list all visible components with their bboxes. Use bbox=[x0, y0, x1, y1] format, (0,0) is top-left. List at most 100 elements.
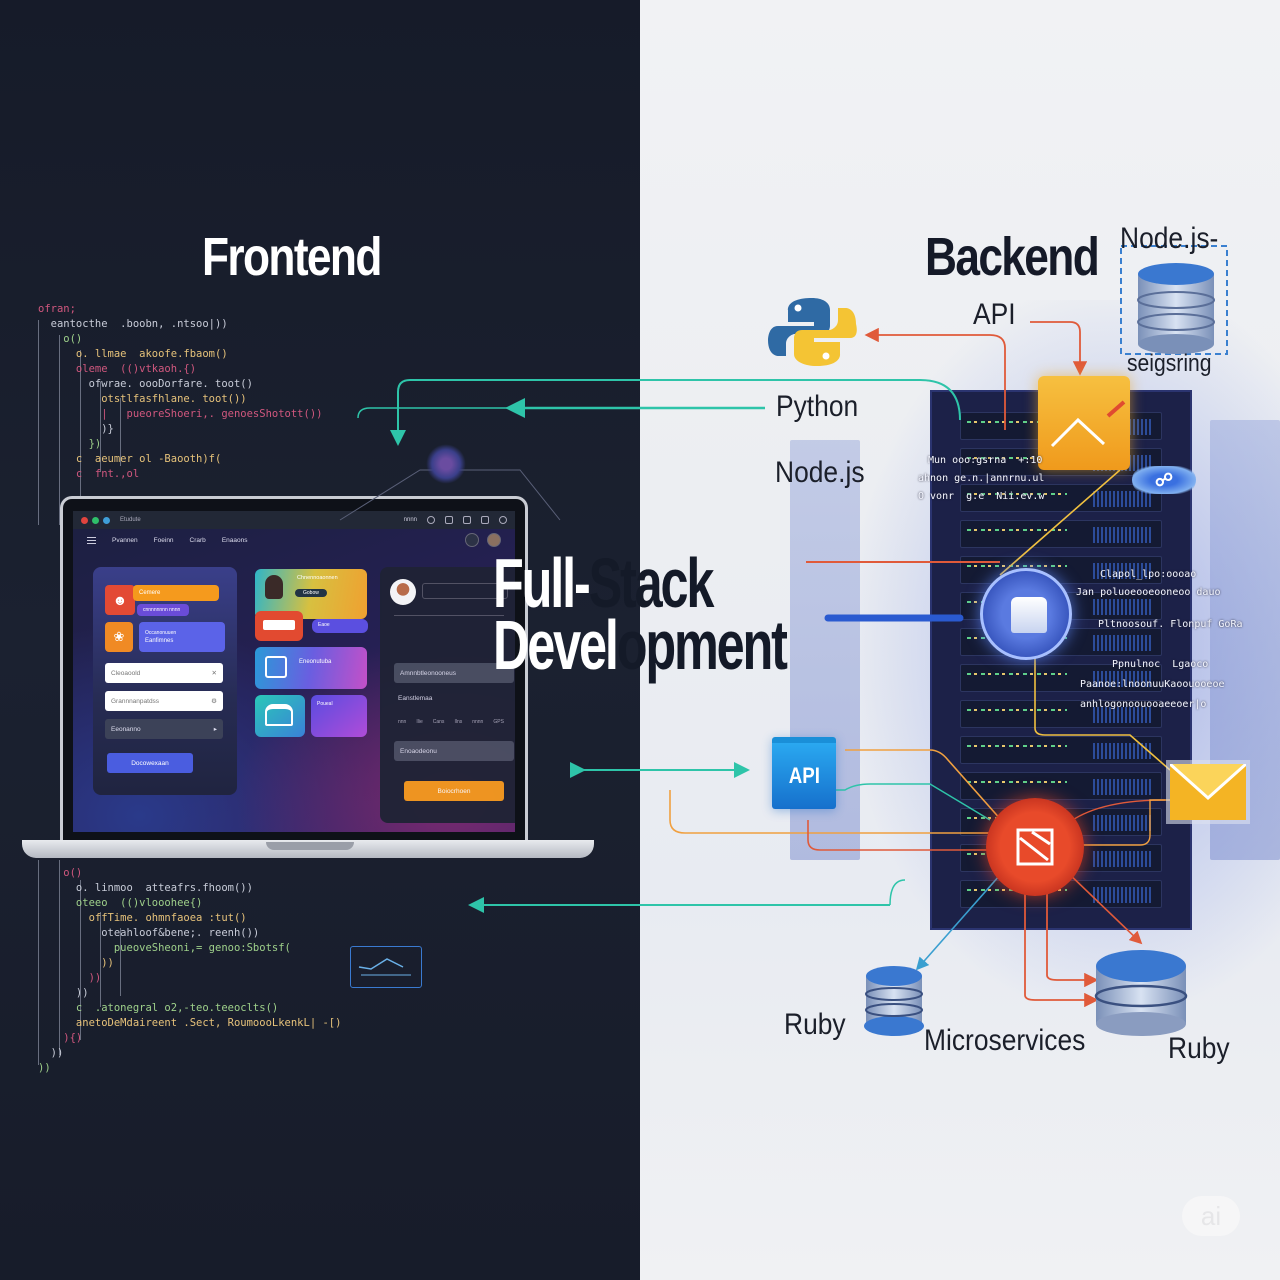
bookmark-icon[interactable] bbox=[445, 516, 453, 524]
rack-vents bbox=[1093, 779, 1153, 795]
rack-slot bbox=[960, 772, 1162, 800]
avatar-tile: ☻ bbox=[105, 585, 135, 615]
profile-tab[interactable]: nnnn bbox=[472, 719, 484, 725]
nav-item[interactable]: Pvannen bbox=[112, 537, 138, 544]
rack-leds bbox=[967, 781, 1067, 783]
purple-tile[interactable]: Poueal bbox=[311, 695, 367, 737]
api-box-label: API bbox=[788, 763, 820, 788]
image-icon bbox=[265, 704, 293, 726]
calendar-icon[interactable] bbox=[481, 516, 489, 524]
profile-tab[interactable]: Ilns bbox=[454, 719, 463, 725]
rack-overlay-text: Jan poluoeooeooneoo dauo bbox=[1076, 587, 1221, 598]
nav-item[interactable]: Crarb bbox=[189, 537, 206, 544]
title-part: Full- bbox=[493, 544, 591, 622]
menu-icon[interactable] bbox=[87, 537, 96, 544]
rack-leds bbox=[967, 529, 1067, 531]
keyboard-tile[interactable] bbox=[255, 611, 303, 641]
indent-guide bbox=[38, 320, 39, 525]
profile-submit-button[interactable]: Boiocrhoen bbox=[404, 781, 504, 801]
profile-tab[interactable]: nnn bbox=[398, 719, 407, 725]
rack-leds bbox=[967, 457, 1067, 459]
maximize-dot[interactable] bbox=[103, 516, 110, 524]
input-value: Cleoaoold bbox=[111, 669, 141, 677]
profile-search-field[interactable] bbox=[422, 583, 508, 599]
backend-heading: Backend bbox=[925, 227, 1100, 287]
mail-icon bbox=[1166, 760, 1250, 824]
code-line: o. linmoo atteafrs.fhoom()) bbox=[38, 882, 253, 894]
code-line: ofwrae. oooDorfare. toot() bbox=[38, 378, 253, 390]
login-card: ☻ Cemere cnnnnnnnn nnnn ❀ Occanonuuen Ea… bbox=[93, 567, 237, 795]
rack-overlay-text: Clapol_lpo:oooao bbox=[1100, 569, 1197, 580]
laptop: Etudute nnnn Pvannen Foeinn Crarb Enaaon… bbox=[60, 496, 528, 840]
profile-chip: Gobow bbox=[295, 589, 327, 597]
profile-tab[interactable]: GPS bbox=[493, 719, 504, 725]
select-value: Eeonanno bbox=[111, 725, 141, 733]
profile-tile[interactable]: Chnennoaonnen Gobow bbox=[255, 569, 367, 619]
code-line: oleme (()vtkaoh.{) bbox=[38, 363, 197, 375]
rack-slot bbox=[960, 520, 1162, 548]
rack-vents bbox=[1093, 743, 1153, 759]
chevron-icon: ▸ bbox=[213, 726, 217, 733]
code-snippet-bottom: o() o. linmoo atteafrs.fhoom()) oteeo ((… bbox=[38, 866, 341, 1076]
code-line: )) bbox=[38, 1047, 64, 1059]
database-icon bbox=[1137, 263, 1215, 354]
chart-card-icon bbox=[265, 656, 287, 678]
profile-tab[interactable]: Cans bbox=[432, 719, 445, 725]
profile-field[interactable]: Amnnbtleonooneus bbox=[394, 663, 514, 683]
rack-overlay-text: Paanoe:lnoonuuKaoouooeoe bbox=[1080, 679, 1225, 690]
nav-item[interactable]: Foeinn bbox=[153, 537, 174, 544]
clear-icon[interactable]: ✕ bbox=[211, 670, 217, 677]
minimize-dot[interactable] bbox=[92, 516, 99, 524]
rack-leds bbox=[967, 421, 1067, 423]
ai-watermark: ai bbox=[1182, 1196, 1240, 1236]
settings-icon[interactable]: ⚙ bbox=[211, 698, 217, 705]
profile-tile-title: Chnennoaonnen bbox=[297, 575, 338, 581]
indent-guide bbox=[100, 382, 101, 472]
chat-icon[interactable] bbox=[427, 516, 435, 524]
code-line: pueoveSheoni,= genoo:Sbotsf( bbox=[38, 942, 291, 954]
message-icon[interactable] bbox=[465, 533, 479, 547]
title-part: Devel bbox=[493, 606, 619, 684]
title-line-2: Development bbox=[493, 610, 788, 680]
profile-avatar bbox=[390, 579, 416, 605]
profile-label: Eanstlemaa bbox=[398, 695, 433, 702]
folder-icon[interactable] bbox=[463, 516, 471, 524]
chart-tile[interactable]: Eneonutuba bbox=[255, 647, 367, 689]
indent-guide bbox=[59, 860, 60, 1055]
profile-tab[interactable]: Ilie bbox=[416, 719, 423, 725]
code-line: )) bbox=[38, 1062, 51, 1074]
code-line: anetoDeMdaireent .Sect, RoumoooLkenkL| -… bbox=[38, 1017, 342, 1029]
submit-button[interactable]: Docowexaan bbox=[107, 753, 193, 773]
password-input[interactable]: Grannnanpatdss⚙ bbox=[105, 691, 223, 711]
rack-vents bbox=[1093, 599, 1153, 615]
info-card-sub: Eanfimnes bbox=[145, 638, 174, 644]
code-line: ){) bbox=[38, 1032, 83, 1044]
title-line-1: Full-Stack bbox=[493, 548, 786, 618]
database-icon bbox=[864, 966, 924, 1036]
rack-vents bbox=[1093, 635, 1153, 651]
text-input[interactable]: Cleoaoold ✕ bbox=[105, 663, 223, 683]
person-avatar bbox=[265, 575, 283, 599]
rack-leds bbox=[967, 709, 1067, 711]
app-nav: Pvannen Foeinn Crarb Enaaons bbox=[87, 537, 247, 544]
microservice-hub-icon bbox=[986, 798, 1084, 896]
profile-panel: Amnnbtleonooneus Eanstlemaa nnn Ilie Can… bbox=[380, 567, 515, 823]
image-tile[interactable] bbox=[255, 695, 305, 737]
python-logo-icon bbox=[768, 298, 857, 366]
label-microservices: Microservices bbox=[924, 1024, 1086, 1057]
cloud-chip-icon: ☍ bbox=[1132, 466, 1196, 494]
rack-leds bbox=[967, 745, 1067, 747]
small-chip-tile[interactable]: Eaoe bbox=[312, 619, 368, 633]
api-box: API bbox=[772, 737, 836, 809]
nav-item[interactable]: Enaaons bbox=[221, 537, 248, 544]
indent-guide bbox=[100, 912, 101, 1007]
profile-field[interactable]: Enoaodeonu bbox=[394, 741, 514, 761]
label-nodejs: Node.js bbox=[775, 456, 865, 489]
indent-guide bbox=[120, 398, 121, 466]
indent-guide bbox=[120, 928, 121, 996]
select-field[interactable]: Eeonanno ▸ bbox=[105, 719, 223, 739]
search-icon[interactable] bbox=[499, 516, 507, 524]
close-dot[interactable] bbox=[81, 516, 88, 524]
user-avatar[interactable] bbox=[487, 533, 501, 547]
code-line: )) bbox=[38, 987, 89, 999]
